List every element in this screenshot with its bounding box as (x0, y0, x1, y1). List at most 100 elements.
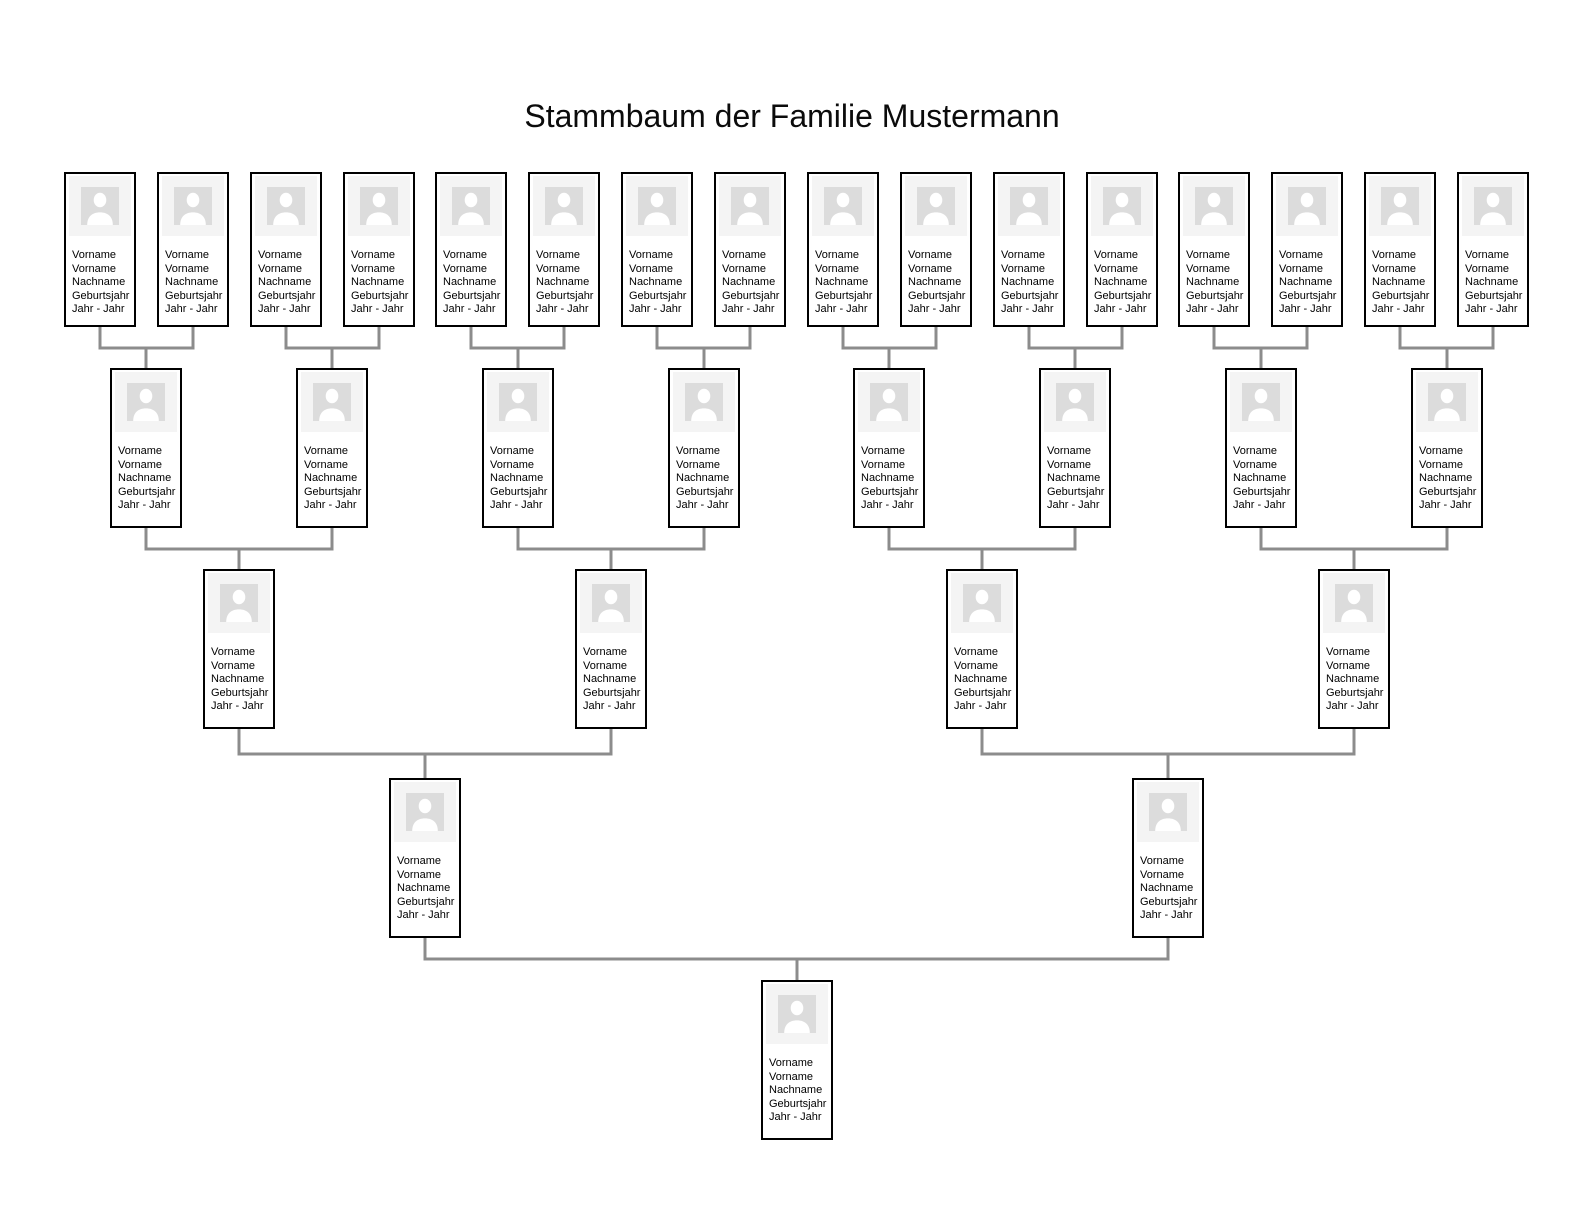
nachname-line: Nachname (908, 276, 962, 289)
vorname-line-1: Vorname (1465, 249, 1510, 261)
jahr-range-line: Jahr - Jahr (351, 303, 404, 316)
geburtsjahr-line: Geburtsjahr (722, 289, 780, 302)
geburtsjahr-line: Geburtsjahr (490, 485, 548, 498)
jahr-range-line: Jahr - Jahr (722, 303, 775, 316)
geburtsjahr-line: Geburtsjahr (1279, 289, 1337, 302)
photo-placeholder (812, 176, 874, 236)
vorname-line-2: Vorname (72, 262, 117, 275)
photo-placeholder (255, 176, 317, 236)
geburtsjahr-line: Geburtsjahr (258, 289, 316, 302)
person-photo-placeholder-icon (1149, 793, 1187, 831)
vorname-line-2: Vorname (1001, 262, 1046, 275)
photo-placeholder (162, 176, 224, 236)
person-photo-placeholder-icon (406, 793, 444, 831)
vorname-line-2: Vorname (258, 262, 303, 275)
vorname-line-2: Vorname (1233, 458, 1278, 471)
person-photo-placeholder-icon (127, 383, 165, 421)
vorname-line-2: Vorname (1326, 659, 1371, 672)
photo-placeholder (673, 372, 735, 432)
vorname-line-1: Vorname (1047, 445, 1092, 457)
jahr-range-line: Jahr - Jahr (165, 303, 218, 316)
person-photo-placeholder-icon (174, 187, 212, 225)
nachname-line: Nachname (258, 276, 312, 289)
vorname-line-2: Vorname (536, 262, 581, 275)
person-photo-placeholder-icon (917, 187, 955, 225)
vorname-line-2: Vorname (676, 458, 721, 471)
nachname-line: Nachname (1372, 276, 1426, 289)
person-photo-placeholder-icon (685, 383, 723, 421)
vorname-line-2: Vorname (443, 262, 488, 275)
person-photo-placeholder-icon (1381, 187, 1419, 225)
jahr-range-line: Jahr - Jahr (1233, 499, 1286, 512)
person-photo-placeholder-icon (870, 383, 908, 421)
vorname-line-2: Vorname (1047, 458, 1092, 471)
jahr-range-line: Jahr - Jahr (1047, 499, 1100, 512)
person-photo-placeholder-icon (1335, 584, 1373, 622)
geburtsjahr-line: Geburtsjahr (676, 485, 734, 498)
vorname-line-1: Vorname (815, 249, 860, 261)
jahr-range-line: Jahr - Jahr (536, 303, 589, 316)
geburtsjahr-line: Geburtsjahr (443, 289, 501, 302)
nachname-line: Nachname (1326, 673, 1380, 686)
person-photo-placeholder-icon (592, 584, 630, 622)
vorname-line-1: Vorname (722, 249, 767, 261)
vorname-line-2: Vorname (165, 262, 210, 275)
jahr-range-line: Jahr - Jahr (954, 700, 1007, 713)
vorname-line-1: Vorname (397, 855, 442, 867)
photo-placeholder (766, 984, 828, 1044)
nachname-line: Nachname (1094, 276, 1148, 289)
nachname-line: Nachname (1419, 472, 1473, 485)
jahr-range-line: Jahr - Jahr (1465, 303, 1518, 316)
geburtsjahr-line: Geburtsjahr (1140, 895, 1198, 908)
photo-placeholder (208, 573, 270, 633)
jahr-range-line: Jahr - Jahr (676, 499, 729, 512)
geburtsjahr-line: Geburtsjahr (211, 686, 269, 699)
vorname-line-2: Vorname (1279, 262, 1324, 275)
photo-placeholder (858, 372, 920, 432)
vorname-line-1: Vorname (1233, 445, 1278, 457)
person-photo-placeholder-icon (731, 187, 769, 225)
person-photo-placeholder-icon (499, 383, 537, 421)
person-photo-placeholder-icon (1010, 187, 1048, 225)
jahr-range-line: Jahr - Jahr (258, 303, 311, 316)
photo-placeholder (1230, 372, 1292, 432)
vorname-line-1: Vorname (629, 249, 674, 261)
person-photo-placeholder-icon (81, 187, 119, 225)
person-photo-placeholder-icon (1195, 187, 1233, 225)
vorname-line-1: Vorname (861, 445, 906, 457)
geburtsjahr-line: Geburtsjahr (165, 289, 223, 302)
vorname-line-1: Vorname (1326, 646, 1371, 658)
person-photo-placeholder-icon (1288, 187, 1326, 225)
nachname-line: Nachname (351, 276, 405, 289)
geburtsjahr-line: Geburtsjahr (1326, 686, 1384, 699)
vorname-line-1: Vorname (1186, 249, 1231, 261)
person-photo-placeholder-icon (220, 584, 258, 622)
photo-placeholder (626, 176, 688, 236)
photo-placeholder (301, 372, 363, 432)
photo-placeholder (440, 176, 502, 236)
vorname-line-2: Vorname (211, 659, 256, 672)
jahr-range-line: Jahr - Jahr (211, 700, 264, 713)
photo-placeholder (719, 176, 781, 236)
jahr-range-line: Jahr - Jahr (1372, 303, 1425, 316)
photo-placeholder (394, 782, 456, 842)
vorname-line-1: Vorname (1001, 249, 1046, 261)
person-photo-placeholder-icon (1056, 383, 1094, 421)
geburtsjahr-line: Geburtsjahr (397, 895, 455, 908)
